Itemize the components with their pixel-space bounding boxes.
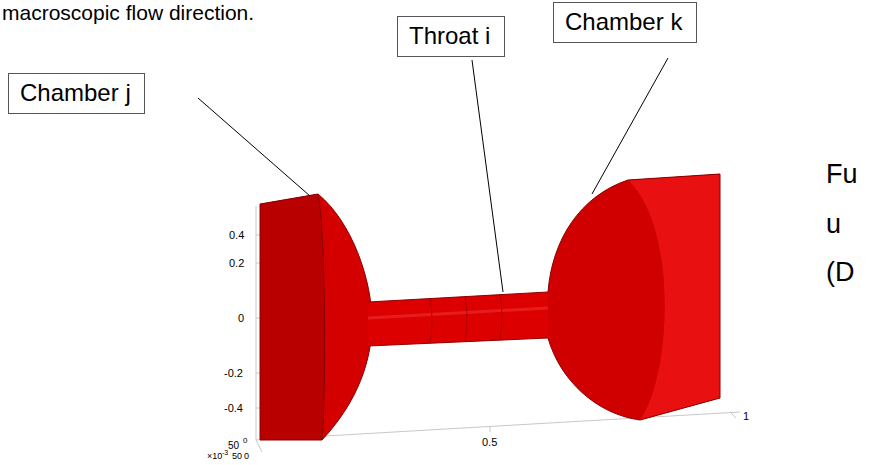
axis-exponent: -3 <box>222 449 228 457</box>
tick-label: -0.2 <box>224 367 243 379</box>
tick-label: 0 <box>244 452 249 462</box>
callout-text: Chamber k <box>565 8 685 37</box>
leader-lines <box>198 58 668 292</box>
chamber-j-face <box>260 194 325 440</box>
tick-label: 50 <box>232 452 242 462</box>
callout-text: Chamber j <box>20 79 133 108</box>
callout-box: Chamber k <box>553 2 697 43</box>
text-fragment: (D <box>826 258 855 288</box>
tick-label: 1 <box>743 410 749 422</box>
caption-fragment: macroscopic flow direction. <box>2 1 254 24</box>
chamber-j-surface <box>260 194 372 440</box>
tick-label: 50 <box>228 440 239 451</box>
axis-multiplier: ×10 <box>207 452 222 462</box>
tick-label: 0.4 <box>229 229 244 241</box>
callout-box: Throat i <box>397 16 505 57</box>
chamber-k-dome <box>548 174 720 420</box>
tick-label: 0 <box>243 437 247 446</box>
tick-label: 0.5 <box>482 436 497 448</box>
tick-label: 0.2 <box>229 257 244 269</box>
text-fragment: Fu <box>826 160 858 190</box>
tick-label: -0.4 <box>224 402 243 414</box>
callout-text: Throat i <box>409 22 493 51</box>
text-fragment: u <box>826 210 841 240</box>
throat-cylinder <box>368 292 548 346</box>
tick-label: 0 <box>238 312 244 324</box>
callout-box: Chamber j <box>8 73 145 114</box>
chamber-k-face <box>628 174 720 420</box>
